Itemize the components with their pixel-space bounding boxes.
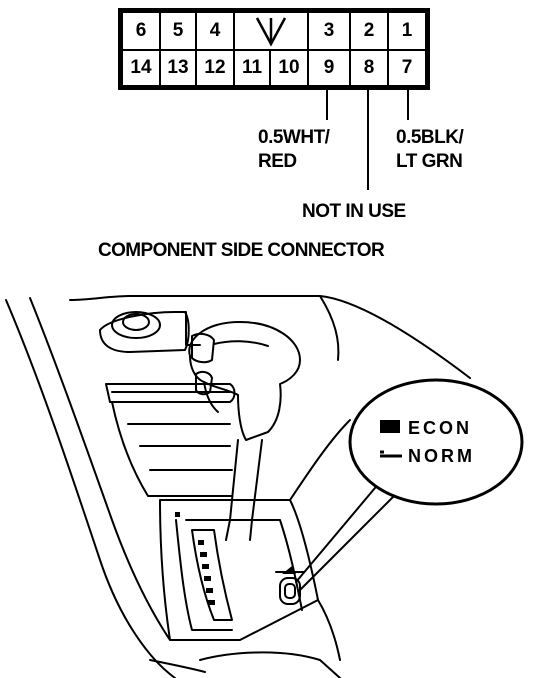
gear-position-markers <box>175 512 296 605</box>
pin7-wire-label-1: 0.5BLK/ <box>396 127 464 148</box>
pin7-wire-label-2: LT GRN <box>396 151 463 172</box>
econ-label: ECON <box>408 418 472 438</box>
console-drawing <box>5 295 471 678</box>
diagram-caption: COMPONENT SIDE CONNECTOR <box>98 240 385 261</box>
econ-norm-inset <box>348 378 524 506</box>
pin-7: 7 <box>387 49 427 87</box>
wire-leaders <box>326 90 409 190</box>
norm-label: NORM <box>408 446 475 466</box>
component-side-connector: 6 5 4 3 2 1 14 13 12 11 10 9 8 7 <box>118 8 430 90</box>
pin9-wire-label-1: 0.5WHT/ <box>258 127 330 148</box>
pin8-wire-label: NOT IN USE <box>302 201 406 222</box>
econ-switch-icon <box>380 420 400 433</box>
key-notch-icon <box>255 17 287 47</box>
pin9-wire-label-2: RED <box>258 151 297 172</box>
